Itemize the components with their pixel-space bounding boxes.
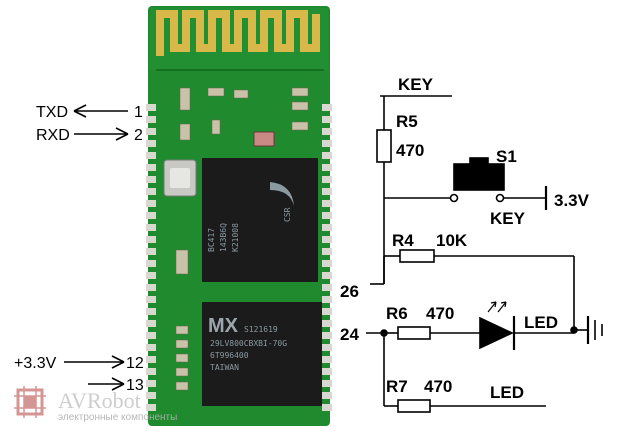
resistor-r6 bbox=[397, 326, 431, 340]
label-r4-name: R4 bbox=[392, 231, 414, 250]
label-r6-name: R6 bbox=[386, 304, 408, 323]
flash-chip-line-3: 6T996400 bbox=[210, 351, 249, 360]
pin-signal-txd: TXD bbox=[36, 104, 68, 121]
arrow-right-icon bbox=[64, 355, 125, 369]
label-r7-value: 470 bbox=[424, 377, 452, 396]
pads-right bbox=[322, 104, 332, 411]
chip-main-line-3: K21008 bbox=[231, 223, 240, 252]
pcb-antenna-trace bbox=[156, 10, 320, 56]
resistor-r5 bbox=[376, 129, 392, 163]
label-supply: 3.3V bbox=[554, 191, 590, 210]
flash-chip-line-2: 29LV800CBXBI-70G bbox=[210, 339, 287, 348]
switch-s1 bbox=[453, 163, 505, 191]
pin-number-13: 13 bbox=[126, 377, 144, 394]
arrow-right-icon bbox=[74, 127, 129, 141]
csr-logo bbox=[270, 182, 294, 206]
watermark: AVRobot электронные компоненты bbox=[14, 386, 177, 423]
arrow-left-icon bbox=[73, 104, 128, 118]
pink-component bbox=[253, 131, 275, 147]
pin-number-12: 12 bbox=[126, 355, 144, 372]
led-diode-icon bbox=[479, 316, 514, 350]
chip-main-line-2: 143B6Q bbox=[219, 223, 228, 252]
label-pin26: 26 bbox=[340, 282, 359, 301]
resistor-r4 bbox=[399, 249, 435, 263]
chip-logo-icon bbox=[14, 386, 46, 418]
pin-number-1: 1 bbox=[134, 104, 143, 121]
label-pin24: 24 bbox=[340, 325, 359, 344]
smd-components bbox=[175, 87, 309, 391]
label-r7-name: R7 bbox=[386, 377, 408, 396]
label-key-switch: KEY bbox=[490, 209, 526, 228]
label-s1: S1 bbox=[496, 147, 517, 166]
label-led1: LED bbox=[524, 313, 558, 332]
pads-left bbox=[146, 104, 156, 411]
bluetooth-module-board: BC417 143B6Q K21008 CSR MX S121619 29LV8… bbox=[146, 6, 332, 426]
schematic-labels: KEY R5 470 S1 KEY 3.3V R4 10K 26 24 R6 4… bbox=[340, 75, 590, 402]
label-r5-name: R5 bbox=[396, 112, 418, 131]
label-r4-value: 10K bbox=[436, 231, 468, 250]
main-chip: BC417 143B6Q K21008 CSR bbox=[202, 158, 318, 282]
pin-number-2: 2 bbox=[134, 127, 143, 144]
label-led2: LED bbox=[490, 383, 524, 402]
chip-main-line-1: BC417 bbox=[207, 228, 216, 252]
label-r5-value: 470 bbox=[396, 141, 424, 160]
resistor-r7 bbox=[397, 399, 431, 413]
pin-labels: TXD 1 RXD 2 +3.3V 12 13 bbox=[14, 104, 144, 394]
chip-main-brand: CSR bbox=[283, 207, 292, 222]
pin-signal-rxd: RXD bbox=[36, 127, 70, 144]
flash-chip-logo: MX bbox=[208, 315, 239, 337]
watermark-tagline: электронные компоненты bbox=[58, 412, 177, 423]
label-r6-value: 470 bbox=[426, 304, 454, 323]
flash-chip-line-4: TAIWAN bbox=[210, 363, 239, 372]
flash-chip-line-1: S121619 bbox=[244, 325, 278, 334]
label-key-top: KEY bbox=[398, 75, 434, 94]
schematic bbox=[366, 95, 603, 413]
pin-signal-vcc: +3.3V bbox=[14, 355, 57, 372]
flash-chip: MX S121619 29LV800CBXBI-70G 6T996400 TAI… bbox=[202, 302, 322, 406]
watermark-brand: AVRobot bbox=[58, 388, 141, 413]
arrow-right-icon bbox=[88, 377, 125, 391]
